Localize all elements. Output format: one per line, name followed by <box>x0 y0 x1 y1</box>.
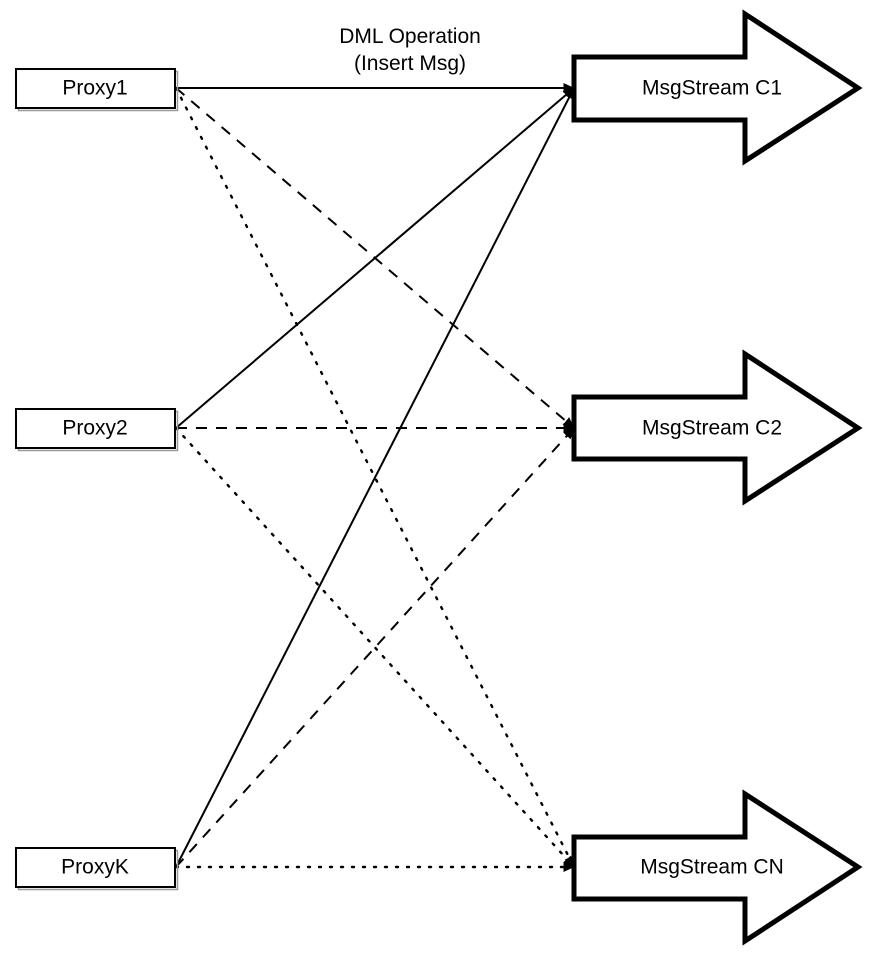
streams-layer: MsgStream C1 MsgStream C2 MsgStream CN <box>571 9 863 946</box>
proxy-label: ProxyK <box>61 856 129 879</box>
msgstream-block-arrow-icon[interactable] <box>571 9 863 166</box>
connection-proxy1-to-cn <box>174 86 575 868</box>
connection-proxy2-to-cn <box>174 426 575 868</box>
msgstream-block-arrow-icon[interactable] <box>571 789 863 946</box>
msgstream-label: MsgStream C1 <box>642 77 782 100</box>
proxy-node-proxyK[interactable]: ProxyK <box>15 847 179 891</box>
proxy-box-rect[interactable] <box>15 847 176 888</box>
proxy-node-proxy1[interactable]: Proxy1 <box>15 68 179 112</box>
dml-operation-label-line2: (Insert Msg) <box>354 52 466 75</box>
msgstream-node-stream_cn[interactable]: MsgStream CN <box>571 789 863 946</box>
msgstream-block-arrow-icon[interactable] <box>571 349 863 506</box>
msgstream-node-stream_c2[interactable]: MsgStream C2 <box>571 349 863 506</box>
proxy-label: Proxy2 <box>62 417 127 440</box>
msgstream-node-stream_c1[interactable]: MsgStream C1 <box>571 9 863 166</box>
proxy-box-rect[interactable] <box>15 408 176 449</box>
proxy-box-rect[interactable] <box>15 68 176 109</box>
connection-line-dotted <box>174 426 575 868</box>
connection-line-solid <box>175 87 575 868</box>
msgstream-label: MsgStream CN <box>640 856 784 879</box>
connections-layer <box>174 82 575 873</box>
connection-proxyK-to-c1 <box>175 87 575 868</box>
proxy-label: Proxy1 <box>62 77 127 100</box>
msgstream-label: MsgStream C2 <box>642 417 782 440</box>
proxy-node-proxy2[interactable]: Proxy2 <box>15 408 179 452</box>
dml-operation-label: DML Operation (Insert Msg) <box>339 25 481 75</box>
connection-proxy2-to-c1 <box>175 87 575 429</box>
dml-operation-label-line1: DML Operation <box>339 25 481 48</box>
connection-line-dotted <box>174 86 575 868</box>
connection-line-solid <box>175 87 575 429</box>
